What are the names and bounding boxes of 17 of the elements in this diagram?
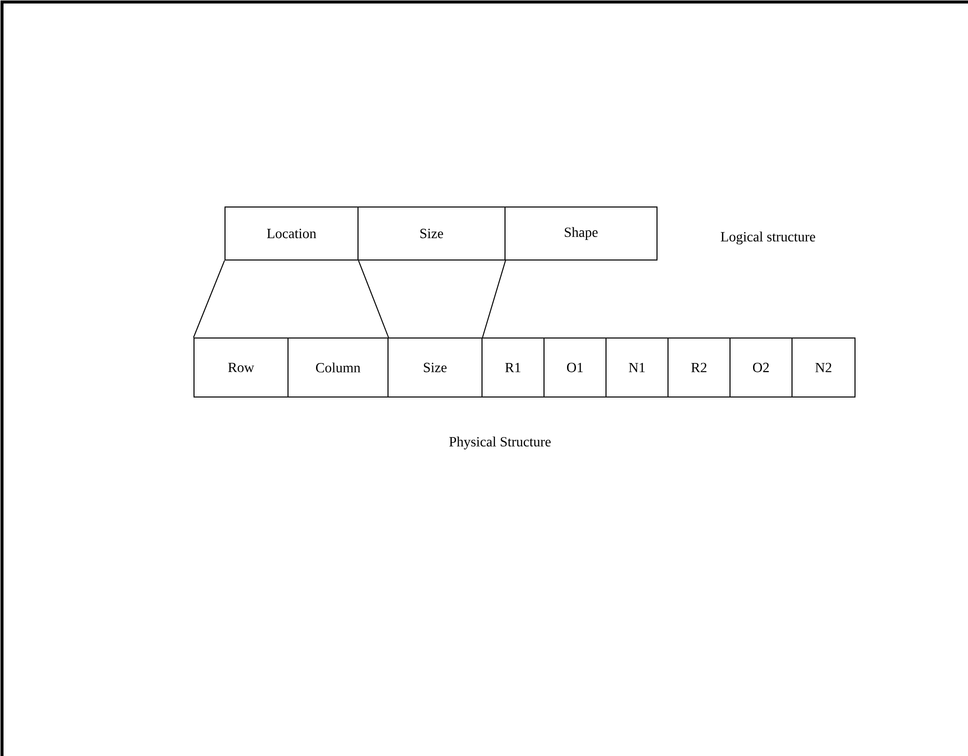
caption-text: Physical Structure bbox=[449, 436, 551, 450]
field-box: O2 bbox=[730, 338, 792, 398]
field-box: Column bbox=[288, 338, 388, 398]
field-box: N2 bbox=[792, 338, 856, 398]
field-box: O1 bbox=[544, 338, 606, 398]
connector-line bbox=[482, 260, 506, 338]
field-box: Row bbox=[194, 338, 288, 398]
caption-text: Logical structure bbox=[720, 232, 816, 244]
connector-line bbox=[358, 260, 389, 338]
field-box: Shape bbox=[504, 206, 658, 260]
field-box: N1 bbox=[606, 338, 668, 398]
field-box: R1 bbox=[482, 338, 544, 398]
field-box: R2 bbox=[668, 338, 730, 398]
field-box: Size bbox=[388, 338, 482, 398]
field-box: Size bbox=[358, 206, 506, 260]
connector-line bbox=[193, 260, 225, 338]
field-box: Location bbox=[224, 206, 358, 260]
